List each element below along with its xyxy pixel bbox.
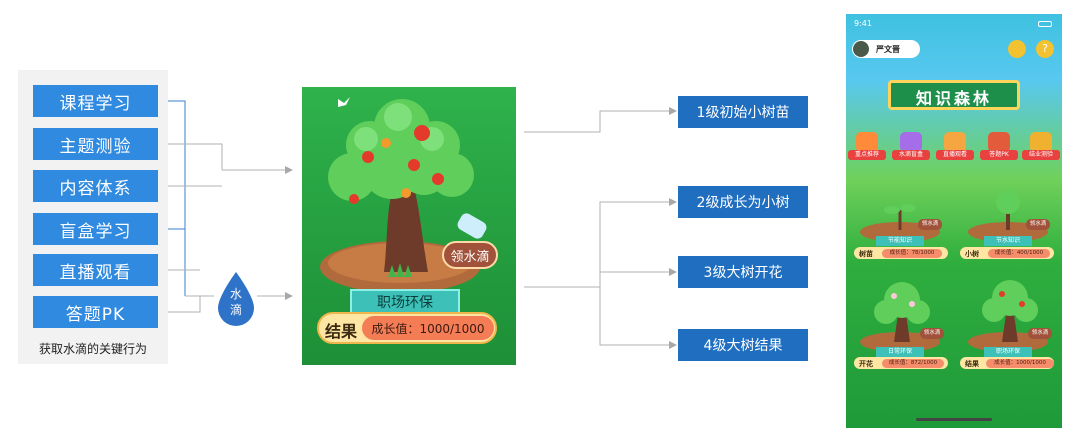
banner-board xyxy=(888,80,1020,110)
plot-2-water-button[interactable]: 领水滴 xyxy=(1026,219,1050,230)
left-panel-caption: 获取水滴的关键行为 xyxy=(38,342,147,356)
behavior-answer-pk[interactable]: 答题PK xyxy=(33,296,158,328)
plot-4-name: 职场环保 xyxy=(984,347,1032,357)
plot-3-growth: 成长值：872/1000 xyxy=(882,359,944,368)
plot-1-stage: 树苗 xyxy=(859,250,873,258)
user-chip[interactable] xyxy=(852,40,920,58)
user-name: 严文晋 xyxy=(876,45,900,54)
avatar[interactable] xyxy=(853,41,869,57)
category-live[interactable]: 直播观看 xyxy=(936,150,974,160)
battery-icon xyxy=(1038,21,1052,27)
banner-title: 知识森林 xyxy=(915,89,992,108)
status-time: 9:41 xyxy=(854,19,872,28)
level-1-box: 1级初始小树苗 xyxy=(678,96,808,128)
tree-illustration xyxy=(320,97,487,293)
category-pk[interactable]: 答题PK xyxy=(980,150,1018,160)
plot-3-name: 日常环保 xyxy=(876,347,924,357)
behavior-course-study[interactable]: 课程学习 xyxy=(33,85,158,117)
plot-4-water-button[interactable]: 领水滴 xyxy=(1028,328,1052,339)
home-indicator xyxy=(916,418,992,421)
plot-2-stage: 小树 xyxy=(965,250,979,258)
plot-2-name: 节水知识 xyxy=(984,236,1032,246)
growth-value-pill: 成长值：1000/1000 xyxy=(362,316,494,340)
category-icon-blindbox[interactable] xyxy=(900,132,922,152)
plot-3-stage: 开花 xyxy=(859,360,873,368)
behavior-content-system[interactable]: 内容体系 xyxy=(33,170,158,202)
level-4-box: 4级大树结果 xyxy=(678,329,808,361)
phone-screen: 9:41 严文晋 ? 知识森林 重点推荐 水滴盲盒 直播观看 答题PK 结业测验 xyxy=(846,14,1062,428)
plot-1-water-button[interactable]: 领水滴 xyxy=(918,219,942,230)
plot-4-stage: 结果 xyxy=(965,360,979,368)
category-blindbox[interactable]: 水滴盲盒 xyxy=(892,150,930,160)
category-featured[interactable]: 重点推荐 xyxy=(848,150,886,160)
plot-1-growth: 成长值：78/1000 xyxy=(882,249,942,258)
tree-stage-label: 结果 xyxy=(325,322,358,341)
plot-4-growth: 成长值：1000/1000 xyxy=(986,359,1054,368)
plot-1-name: 节能知识 xyxy=(876,236,924,246)
behavior-topic-quiz[interactable]: 主题测验 xyxy=(33,128,158,160)
level-3-box: 3级大树开花 xyxy=(678,256,808,288)
behavior-blindbox-study[interactable]: 盲盒学习 xyxy=(33,213,158,245)
category-icon-pk[interactable] xyxy=(988,132,1010,152)
behavior-panel: 课程学习 主题测验 内容体系 盲盒学习 直播观看 答题PK 获取水滴的关键行为 xyxy=(18,70,168,364)
category-icon-featured[interactable] xyxy=(856,132,878,152)
water-drop-icon xyxy=(218,272,254,326)
category-final-test[interactable]: 结业测验 xyxy=(1022,150,1060,160)
water-drop-label: 水 滴 xyxy=(229,287,242,317)
category-icon-live[interactable] xyxy=(944,132,966,152)
plot-3-water-button[interactable]: 领水滴 xyxy=(920,328,944,339)
help-icon[interactable]: ? xyxy=(1036,40,1054,58)
tree-topic-plate: 职场环保 xyxy=(350,289,460,315)
plot-2-growth: 成长值：400/1000 xyxy=(988,249,1050,258)
collect-water-button[interactable]: 领水滴 xyxy=(442,241,498,269)
category-icon-final-test[interactable] xyxy=(1030,132,1052,152)
level-2-box: 2级成长为小树 xyxy=(678,186,808,218)
home-icon[interactable] xyxy=(1008,40,1026,58)
behavior-live-watch[interactable]: 直播观看 xyxy=(33,254,158,286)
